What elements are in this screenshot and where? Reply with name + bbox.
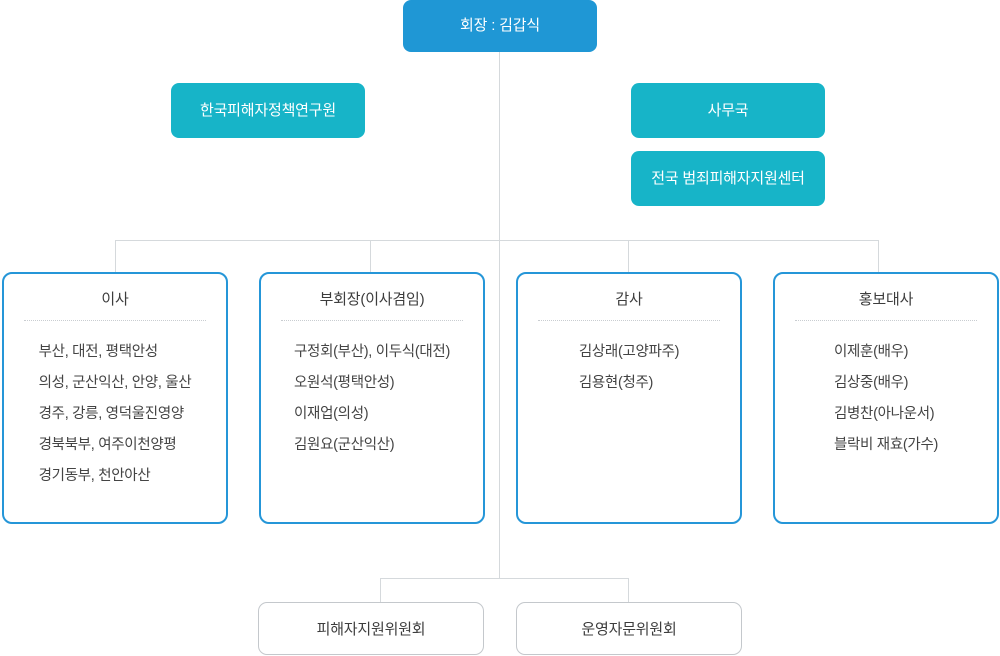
card-body: 김상래(고양파주) 김용현(청주): [518, 337, 740, 399]
card-line: 김용현(청주): [578, 374, 654, 391]
card-line: 경주, 강릉, 영덕울진영양: [38, 405, 185, 422]
card-vice-chairman[interactable]: 부회장(이사겸임) 구정회(부산), 이두식(대전) 오원석(평택안성) 이재업…: [259, 272, 485, 524]
card-line: 김병찬(아나운서): [833, 405, 935, 422]
card-line: 이제훈(배우): [833, 343, 909, 360]
committee-advisory-box[interactable]: 운영자문위원회: [516, 602, 742, 655]
connector-bar-cards: [115, 240, 879, 241]
card-line: 김상래(고양파주): [578, 343, 680, 360]
committee-victim-support-box[interactable]: 피해자지원위원회: [258, 602, 484, 655]
card-line: 부산, 대전, 평택안성: [38, 343, 159, 360]
card-line-group: 김상래(고양파주) 김용현(청주): [578, 337, 680, 399]
card-divider: [794, 319, 978, 321]
connector-drop-card-1: [115, 240, 116, 273]
card-title: 이사: [101, 291, 129, 308]
card-title: 부회장(이사겸임): [319, 291, 425, 308]
committee-victim-support-label: 피해자지원위원회: [316, 621, 426, 638]
connector-drop-card-2: [370, 240, 371, 273]
card-auditor[interactable]: 감사 김상래(고양파주) 김용현(청주): [516, 272, 742, 524]
card-directors[interactable]: 이사 부산, 대전, 평택안성 의성, 군산익산, 안양, 울산 경주, 강릉,…: [2, 272, 228, 524]
card-divider: [23, 319, 207, 321]
connector-drop-card-3: [628, 240, 629, 273]
research-institute-box[interactable]: 한국피해자정책연구원: [171, 83, 365, 138]
secretariat-label: 사무국: [707, 101, 749, 119]
card-line: 오원석(평택안성): [294, 374, 395, 391]
connector-drop-card-4: [878, 240, 879, 273]
card-body: 이제훈(배우) 김상중(배우) 김병찬(아나운서) 블락비 재효(가수): [775, 337, 997, 461]
national-victim-support-center-box[interactable]: 전국 범죄피해자지원센터: [631, 151, 825, 206]
card-line: 경기동부, 천안아산: [38, 467, 151, 484]
card-line-group: 부산, 대전, 평택안성 의성, 군산익산, 안양, 울산 경주, 강릉, 영덕…: [39, 337, 192, 492]
connector-drop-committee-1: [380, 578, 381, 602]
card-title: 감사: [615, 291, 643, 308]
card-line: 의성, 군산익산, 안양, 울산: [38, 374, 192, 391]
committee-advisory-label: 운영자문위원회: [581, 621, 677, 638]
card-line-group: 이제훈(배우) 김상중(배우) 김병찬(아나운서) 블락비 재효(가수): [834, 337, 938, 461]
research-institute-label: 한국피해자정책연구원: [199, 101, 336, 119]
national-victim-support-center-label: 전국 범죄피해자지원센터: [651, 169, 805, 187]
card-line-group: 구정회(부산), 이두식(대전) 오원석(평택안성) 이재업(의성) 김원요(군…: [294, 337, 450, 461]
card-line: 김원요(군산익산): [294, 436, 395, 453]
card-line: 블락비 재효(가수): [833, 436, 939, 453]
chairman-label: 회장 : 김갑식: [460, 17, 540, 34]
card-divider: [537, 319, 721, 321]
connector-bar-committees: [380, 578, 629, 579]
card-line: 김상중(배우): [833, 374, 909, 391]
secretariat-box[interactable]: 사무국: [631, 83, 825, 138]
card-divider: [280, 319, 464, 321]
chairman-box[interactable]: 회장 : 김갑식: [403, 0, 597, 52]
connector-spine-upper: [499, 52, 500, 241]
card-body: 구정회(부산), 이두식(대전) 오원석(평택안성) 이재업(의성) 김원요(군…: [261, 337, 483, 461]
card-body: 부산, 대전, 평택안성 의성, 군산익산, 안양, 울산 경주, 강릉, 영덕…: [4, 337, 226, 492]
connector-drop-committee-2: [628, 578, 629, 602]
card-line: 이재업(의성): [294, 405, 369, 422]
card-line: 구정회(부산), 이두식(대전): [294, 343, 450, 360]
connector-spine-middle: [499, 241, 500, 578]
card-line: 경북북부, 여주이천양평: [38, 436, 177, 453]
card-title: 홍보대사: [858, 291, 914, 308]
card-ambassadors[interactable]: 홍보대사 이제훈(배우) 김상중(배우) 김병찬(아나운서) 블락비 재효(가수…: [773, 272, 999, 524]
